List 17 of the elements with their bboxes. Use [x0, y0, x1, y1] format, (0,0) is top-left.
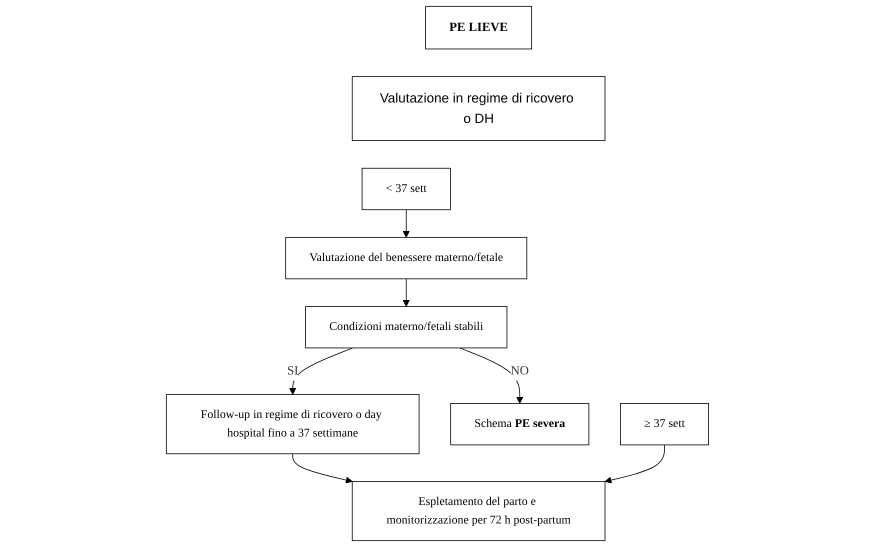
node-box: Condizioni materno/fetali stabili: [304, 306, 507, 348]
node-box: Espletamento del parto e monitorizzazione per 72 h post-partum: [351, 481, 605, 542]
edge-label: SI: [286, 364, 298, 378]
node-box: PE LIEVE: [424, 6, 532, 50]
arrow: [604, 444, 664, 484]
arrow: [458, 348, 523, 404]
node-box: ≥ 37 sett: [620, 403, 709, 446]
node-box: Follow-up in regime di ricovero o day hospital fino a 37 settimane: [165, 394, 419, 454]
node-box: Valutazione del benessere materno/fetale: [284, 236, 527, 280]
node-box: Schema PE severa: [450, 403, 589, 446]
arrow: [292, 453, 352, 484]
edge-label: NO: [510, 364, 528, 378]
node-box: < 37 sett: [361, 168, 450, 210]
arrow: [288, 348, 353, 395]
node-box: Valutazione in regime di ricovero o DH: [351, 76, 605, 141]
arrow: [402, 278, 410, 307]
arrow: [402, 209, 410, 238]
